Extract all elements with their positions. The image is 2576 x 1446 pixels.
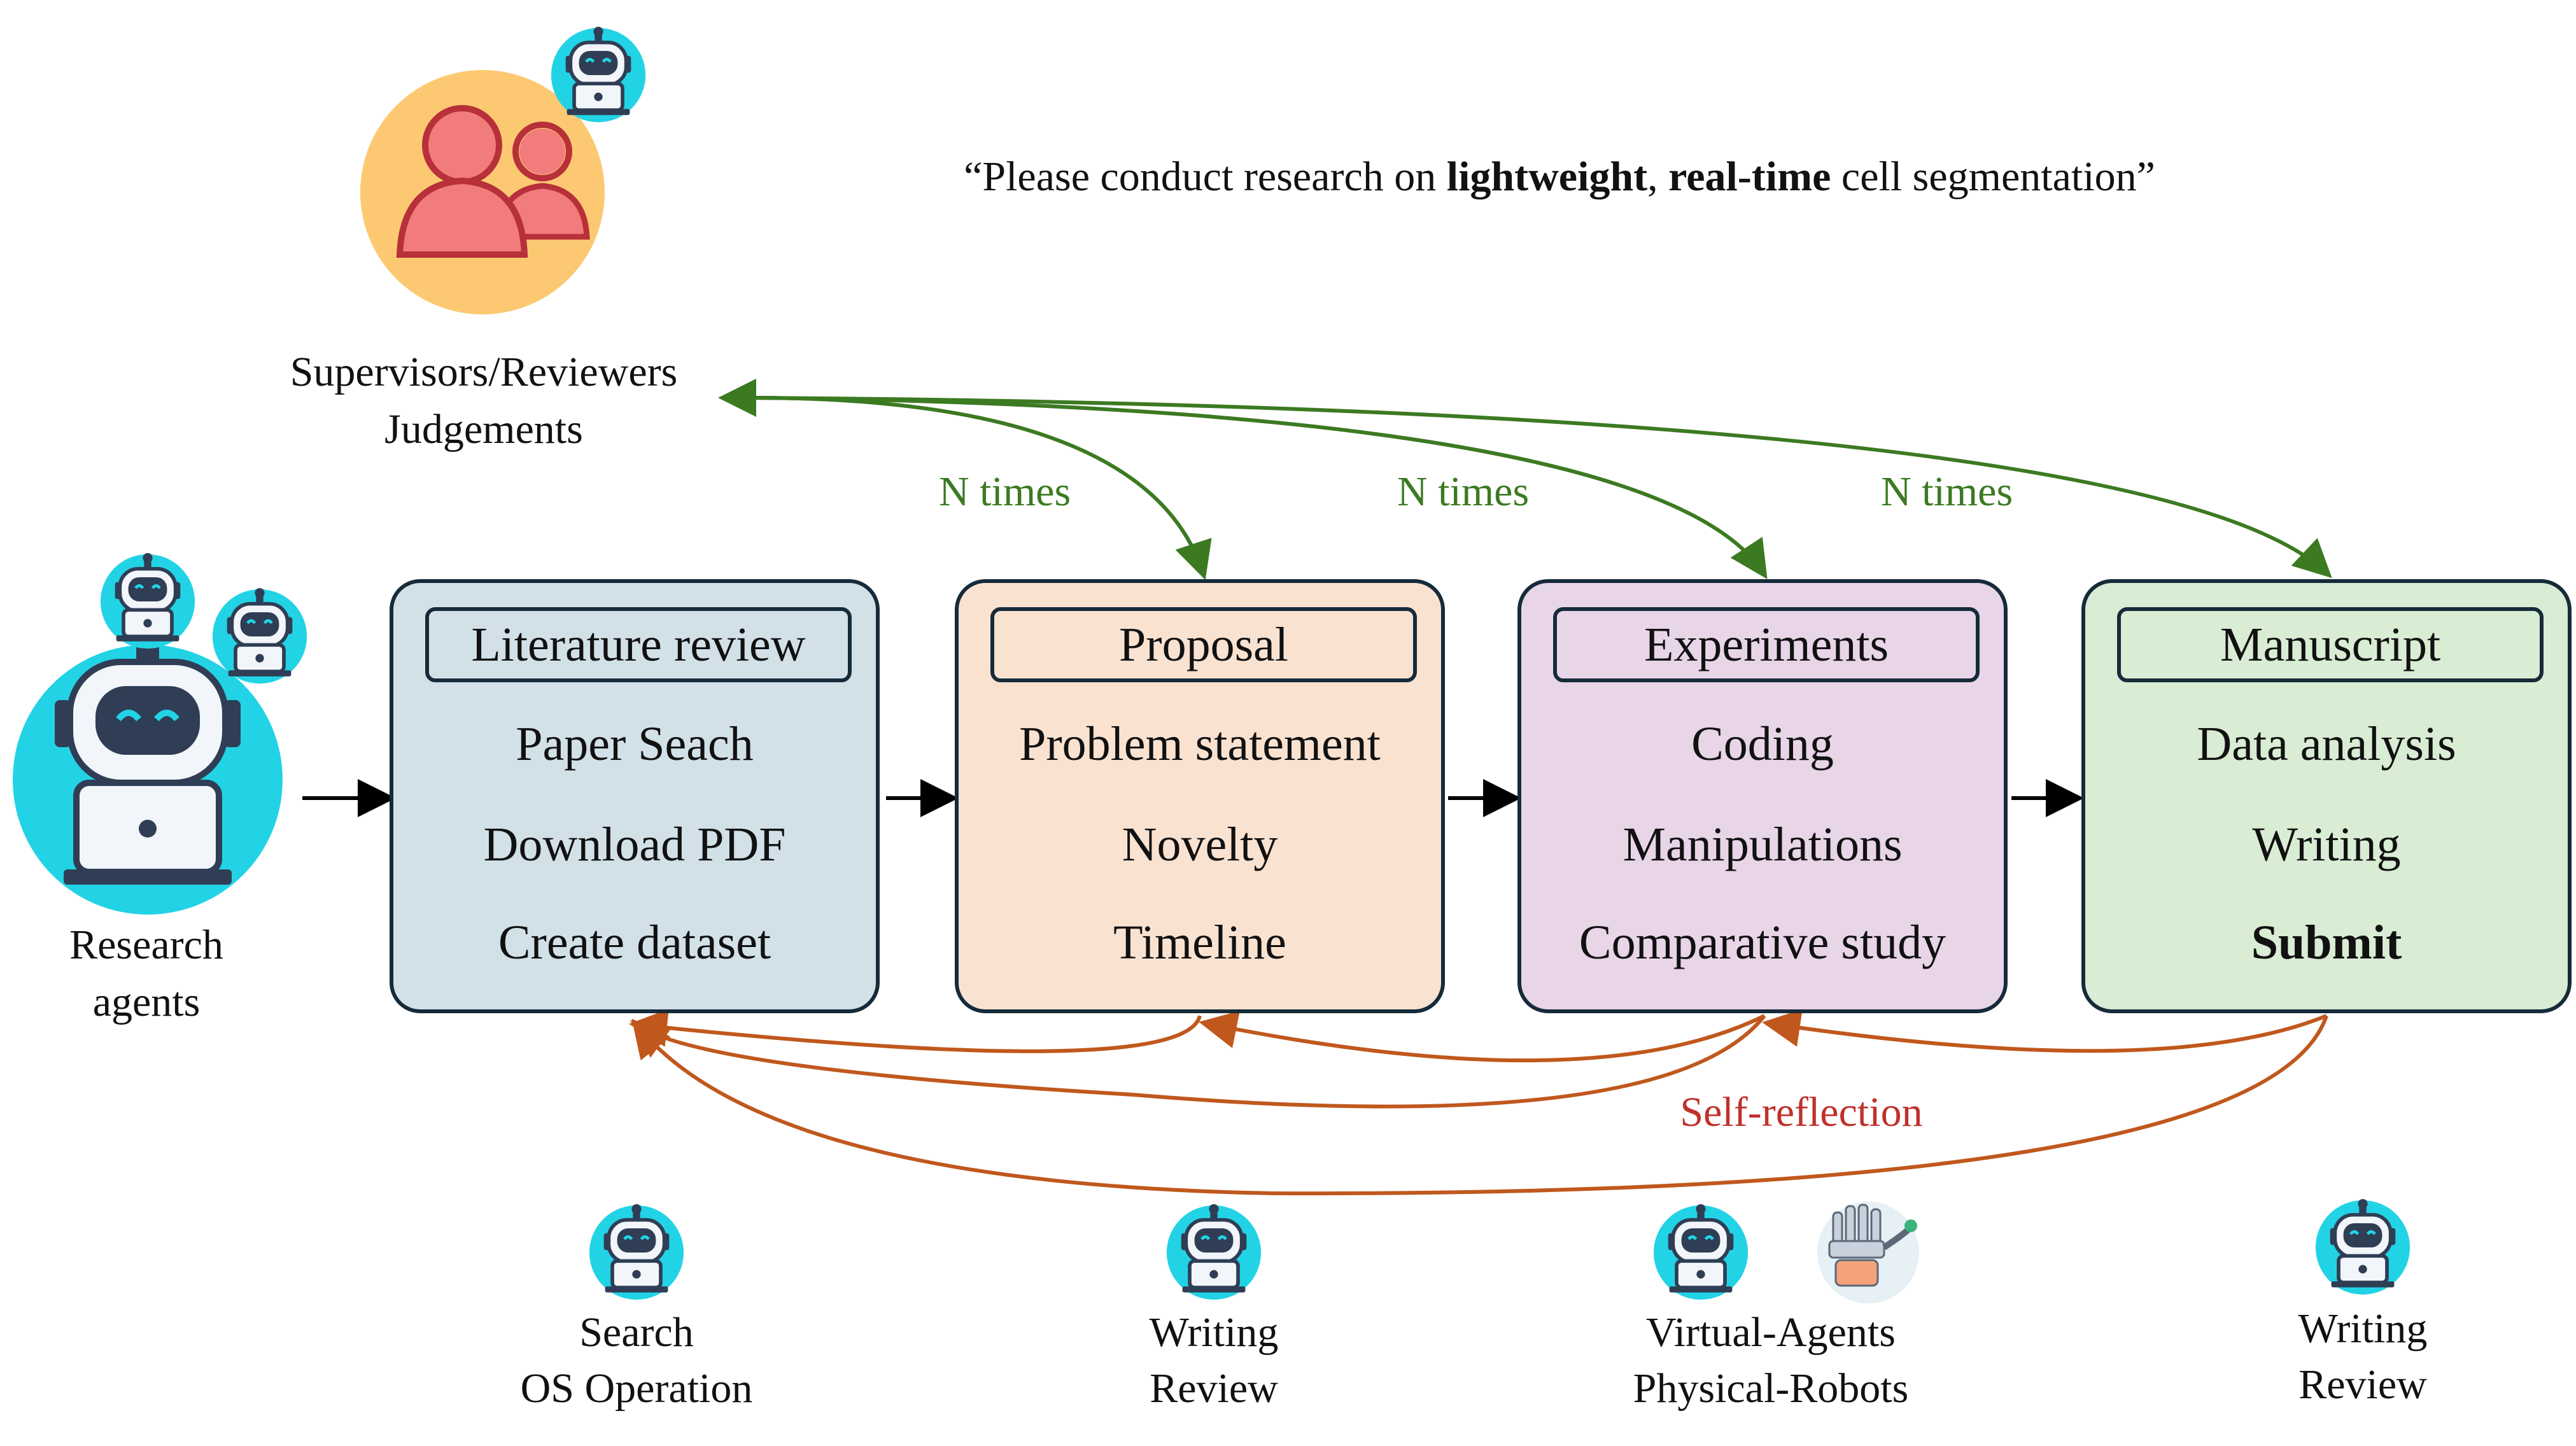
tool-robot-icon-writing [1167, 1204, 1261, 1300]
feedback-arrow-manuscript [750, 396, 2332, 579]
research-agent-small-robot-icon [101, 553, 195, 649]
tool-label-line1: Writing [1149, 1309, 1279, 1356]
stage-item: Problem statement [1019, 717, 1381, 771]
research-agent-small-robot-icon [213, 588, 307, 684]
stage-item: Download PDF [483, 818, 786, 871]
tool-label-line1: Search [579, 1309, 694, 1356]
stage-item: Novelty [1122, 818, 1278, 871]
tool-label-line2: Review [2298, 1361, 2427, 1408]
stage-item: Comparative study [1579, 916, 1946, 969]
task-quote: “Please conduct research on lightweight,… [827, 153, 2291, 201]
stage-item-submit: Submit [2251, 916, 2402, 969]
stage-item: Writing [2252, 818, 2401, 871]
feedback-arrow-experiments [750, 396, 1768, 580]
reflection-experiments-to-literature [630, 1014, 1766, 1109]
tool-label-line2: Physical-Robots [1633, 1365, 1909, 1412]
stage-item: Data analysis [2197, 717, 2456, 771]
robot-hand-icon [1817, 1202, 1919, 1303]
research-agents-label: Research agents [19, 916, 274, 1031]
stage-experiments: Experiments Coding Manipulations Compara… [1517, 579, 2008, 1013]
tool-robot-icon-virtual [1654, 1204, 1748, 1300]
feedback-arrows [718, 379, 2332, 580]
tool-label-writing-review: Writing Review [2172, 1301, 2554, 1413]
stage-item: Paper Seach [516, 717, 754, 771]
agents-label-line1: Research [69, 922, 223, 968]
stage-proposal: Proposal Problem statement Novelty Timel… [955, 579, 1445, 1013]
agents-label-line2: agents [92, 979, 201, 1025]
self-reflection-label: Self-reflection [1680, 1089, 1923, 1135]
stage-title-literature-review: Literature review [425, 607, 852, 682]
feedback-arrow-proposal [750, 396, 1212, 580]
reflection-experiments-to-proposal [1199, 1011, 1766, 1063]
quote-open: “Please conduct research on [964, 153, 1447, 200]
tool-label-line1: Writing [2298, 1305, 2428, 1352]
self-reflection-arrows [629, 1009, 2328, 1196]
tool-robot-icon-manuscript [2316, 1199, 2410, 1295]
loop-label-manuscript: N times [1881, 468, 2013, 515]
research-agent-robot-icon [13, 643, 283, 915]
quote-mid: , [1647, 153, 1669, 200]
reflection-proposal-to-literature [629, 1009, 1202, 1053]
tool-robot-icon-search [589, 1204, 684, 1300]
stage-title-experiments: Experiments [1553, 607, 1980, 682]
tool-label-line2: OS Operation [520, 1365, 753, 1412]
stage-literature-review: Literature review Paper Seach Download P… [390, 579, 880, 1013]
supervisor-people-icon [360, 70, 605, 314]
tool-label-line1: Virtual-Agents [1646, 1309, 1896, 1356]
tool-label-search: Search OS Operation [446, 1305, 827, 1417]
quote-close: cell segmentation” [1831, 153, 2155, 200]
supervisor-label-line2: Judgements [384, 406, 583, 453]
supervisor-label: Supervisors/Reviewers Judgements [229, 344, 738, 458]
supervisor-robot-icon [551, 27, 645, 122]
tool-label-line2: Review [1150, 1365, 1278, 1412]
stage-manuscript: Manuscript Data analysis Writing Submit [2081, 579, 2572, 1013]
tool-label-virtual-physical: Virtual-Agents Physical-Robots [1580, 1305, 1962, 1417]
loop-label-proposal: N times [939, 468, 1071, 515]
reflection-manuscript-to-literature [631, 1015, 2328, 1196]
stage-item: Coding [1691, 717, 1834, 771]
stage-item: Timeline [1113, 916, 1286, 969]
reflection-manuscript-to-experiments [1762, 1009, 2328, 1053]
stage-title-manuscript: Manuscript [2117, 607, 2544, 682]
stage-item: Create dataset [498, 916, 771, 969]
quote-bold-realtime: real-time [1668, 153, 1831, 200]
supervisor-label-line1: Supervisors/Reviewers [290, 349, 678, 395]
loop-label-experiments: N times [1397, 468, 1530, 515]
stage-title-proposal: Proposal [990, 607, 1417, 682]
stage-item: Manipulations [1622, 818, 1903, 871]
tool-label-writing: Writing Review [1023, 1305, 1405, 1417]
quote-bold-lightweight: lightweight [1446, 153, 1648, 200]
